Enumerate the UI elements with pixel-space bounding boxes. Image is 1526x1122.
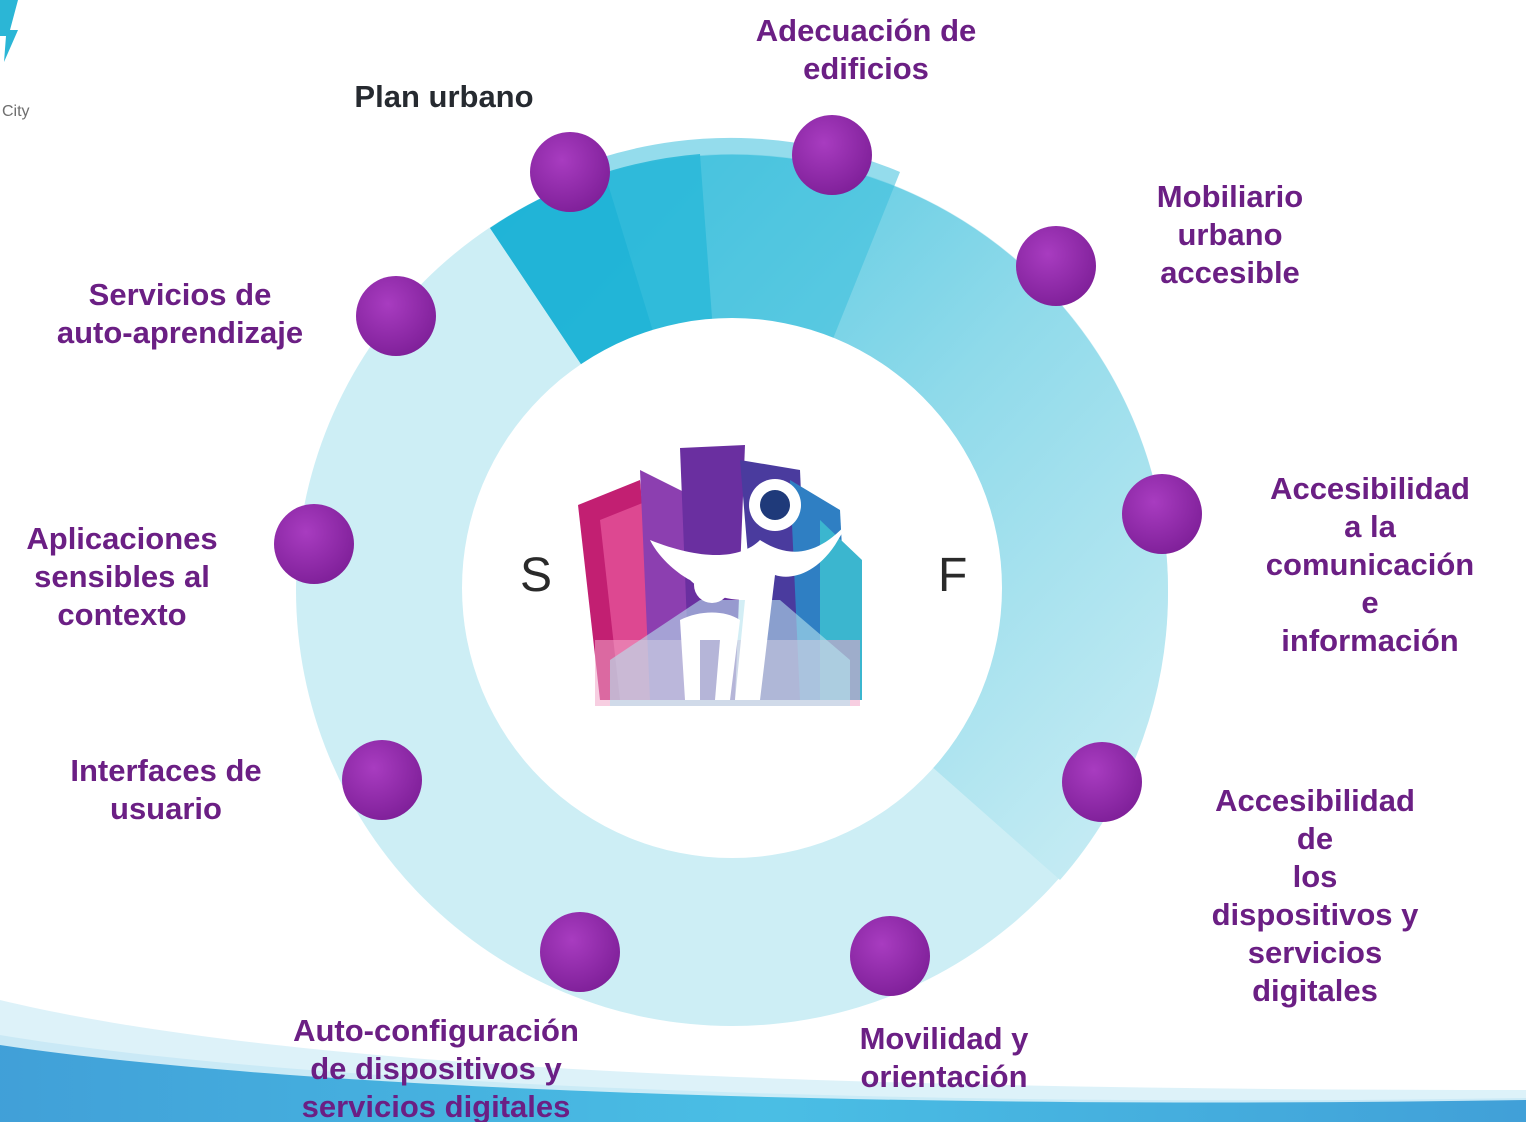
label-servicios-autoaprendizaje: Servicios de auto-aprendizaje	[56, 277, 304, 350]
label-interfaces-usuario: Interfaces de usuario	[70, 753, 262, 826]
accessibility-emblem	[574, 445, 866, 710]
center-text-left: S	[520, 549, 553, 602]
node-movilidad-orientacion	[850, 916, 930, 996]
logo-mark	[0, 0, 18, 62]
label-aplicaciones-contexto: Aplicaciones sensibles al contexto	[26, 521, 218, 632]
node-aplicaciones-contexto	[274, 504, 354, 584]
label-adecuacion-edificios: Adecuación de edificios	[755, 13, 977, 86]
bottom-swoosh-light	[0, 1000, 1526, 1103]
node-mobiliario-urbano	[1016, 226, 1096, 306]
logo-text: City	[2, 103, 30, 120]
node-adecuacion-edificios	[792, 115, 872, 195]
node-plan-urbano	[530, 132, 610, 212]
label-auto-configuracion: Auto-configuración de dispositivos y ser…	[293, 1013, 579, 1122]
label-movilidad-orientacion: Movilidad y orientación	[859, 1021, 1029, 1094]
label-plan-urbano: Plan urbano	[354, 79, 534, 114]
label-accesibilidad-dispositivos: Accesibilidad de los dispositivos y serv…	[1211, 783, 1419, 1008]
node-interfaces-usuario	[342, 740, 422, 820]
label-mobiliario-urbano: Mobiliario urbano accesible	[1156, 179, 1304, 290]
label-accesibilidad-comunicacion: Accesibilidad a la comunicación e inform…	[1265, 471, 1475, 658]
node-accesibilidad-comunicacion	[1122, 474, 1202, 554]
center-text-right: F	[938, 549, 968, 602]
node-auto-configuracion	[540, 912, 620, 992]
node-accesibilidad-dispositivos	[1062, 742, 1142, 822]
node-servicios-autoaprendizaje	[356, 276, 436, 356]
